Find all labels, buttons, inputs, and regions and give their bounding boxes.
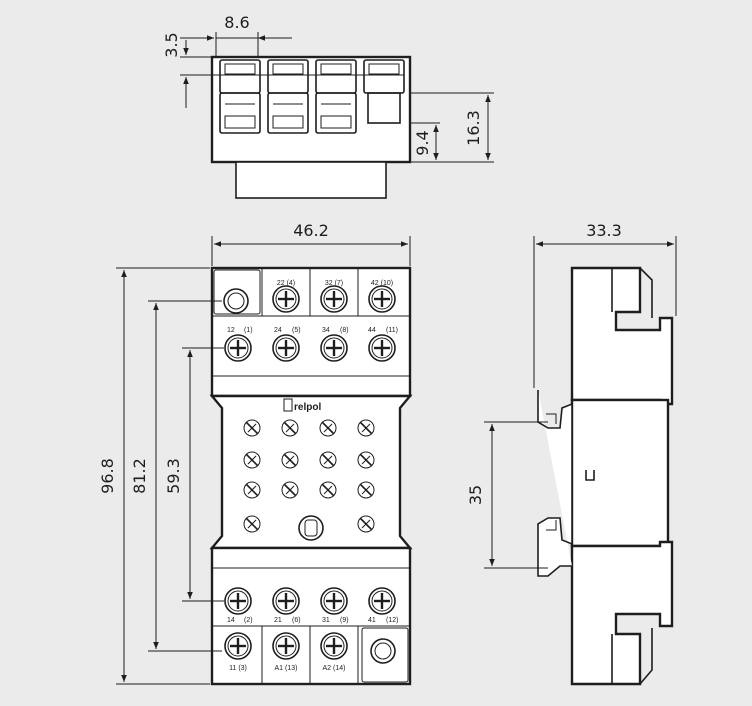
dim-depth: 33.3: [586, 221, 622, 240]
socket-coil-1: [243, 515, 261, 533]
terminal-label-44: 44: [368, 327, 376, 334]
socket-3-2: [281, 481, 299, 499]
dim-length-inner: 59.3: [164, 458, 183, 494]
screw-lower-4: [368, 587, 396, 615]
terminal-label-a1: A1 (13): [275, 665, 298, 672]
socket-coil-2: [357, 515, 375, 533]
screw-second-3: [320, 334, 348, 362]
din-rail-clip: [537, 390, 573, 577]
terminal-label-22: 22 (4): [277, 280, 295, 287]
top-view-base: [235, 161, 387, 199]
dim-height-inner: 9.4: [413, 130, 432, 155]
socket-1-3: [319, 419, 337, 437]
terminal-label-31: 31: [322, 617, 330, 624]
mounting-hole-top: [223, 288, 249, 314]
terminal-label-14: 14: [227, 617, 235, 624]
top-view-cell-3: [315, 59, 357, 134]
terminal-label-12: 12: [227, 327, 235, 334]
terminal-label-32: 32 (7): [325, 280, 343, 287]
terminal-screws: [224, 285, 396, 660]
socket-1-2: [281, 419, 299, 437]
dim-rail: 35: [466, 485, 485, 505]
terminal-label-34-alt: (8): [340, 327, 349, 334]
side-view: [537, 266, 674, 686]
terminal-label-41: 41: [368, 617, 376, 624]
top-view-terminal-cells: [219, 59, 405, 134]
center-coil-mark: [298, 515, 324, 541]
screw-lower-1: [224, 587, 252, 615]
screw-second-1: [224, 334, 252, 362]
front-upper-block: [210, 266, 412, 398]
dimension-labels: 8.6 3.5 16.3 9.4 46.2 33.3 96.8 81.2 59.…: [98, 13, 622, 505]
terminal-label-31-alt: (9): [340, 617, 349, 624]
brand-label: relpol: [294, 402, 321, 413]
terminal-label-a2: A2 (14): [323, 665, 346, 672]
terminal-label-24: 24: [274, 327, 282, 334]
screw-second-2: [272, 334, 300, 362]
top-view-body: [210, 55, 412, 164]
terminal-label-21-alt: (6): [292, 617, 301, 624]
mounting-hole-frame-bottom: [361, 627, 409, 683]
screw-top-3: [368, 285, 396, 313]
terminal-label-24-alt: (5): [292, 327, 301, 334]
screw-lower-3: [320, 587, 348, 615]
dim-height-side: 16.3: [464, 110, 483, 146]
terminal-label-41-alt: (12): [386, 617, 398, 624]
screw-lower-2: [272, 587, 300, 615]
dim-pin-pitch: 8.6: [224, 13, 249, 32]
socket-3-3: [319, 481, 337, 499]
dim-length-total: 96.8: [98, 458, 117, 494]
top-view-cell-2: [267, 59, 309, 134]
terminal-label-44-alt: (11): [386, 327, 398, 334]
brand-logo-mark: [283, 398, 293, 412]
top-view-cell-1: [219, 59, 261, 134]
terminal-label-14-alt: (2): [244, 617, 253, 624]
dimension-lines: [116, 32, 677, 685]
socket-2-2: [281, 451, 299, 469]
dim-length-mid: 81.2: [130, 458, 149, 494]
screw-top-2: [320, 285, 348, 313]
terminal-label-21: 21: [274, 617, 282, 624]
side-view-lower-body: [570, 540, 674, 686]
socket-1-1: [243, 419, 261, 437]
socket-3-4: [357, 481, 375, 499]
socket-2-4: [357, 451, 375, 469]
terminal-label-42: 42 (10): [371, 280, 393, 287]
contact-sockets: [243, 419, 375, 533]
socket-3-1: [243, 481, 261, 499]
mounting-hole-bottom: [370, 638, 396, 664]
top-view: [210, 55, 412, 199]
mounting-hole-frame-top: [213, 269, 261, 315]
terminal-label-34: 34: [322, 327, 330, 334]
front-view: relpol 22 (4) 32 (7) 42 (10) 12 (1) 24 (…: [209, 266, 413, 686]
terminal-label-12-alt: (1): [244, 327, 253, 334]
screw-bottom-3: [320, 632, 348, 660]
side-view-upper-body: [570, 266, 674, 406]
screw-second-4: [368, 334, 396, 362]
screw-bottom-1: [224, 632, 252, 660]
front-middle-seat: [209, 394, 413, 550]
socket-2-1: [243, 451, 261, 469]
dim-pin-top: 3.5: [162, 32, 181, 57]
socket-2-3: [319, 451, 337, 469]
terminal-label-11: 11 (3): [229, 665, 247, 672]
screw-top-1: [272, 285, 300, 313]
dim-width: 46.2: [293, 221, 329, 240]
screw-bottom-2: [272, 632, 300, 660]
top-view-slot: [367, 92, 401, 124]
socket-1-4: [357, 419, 375, 437]
